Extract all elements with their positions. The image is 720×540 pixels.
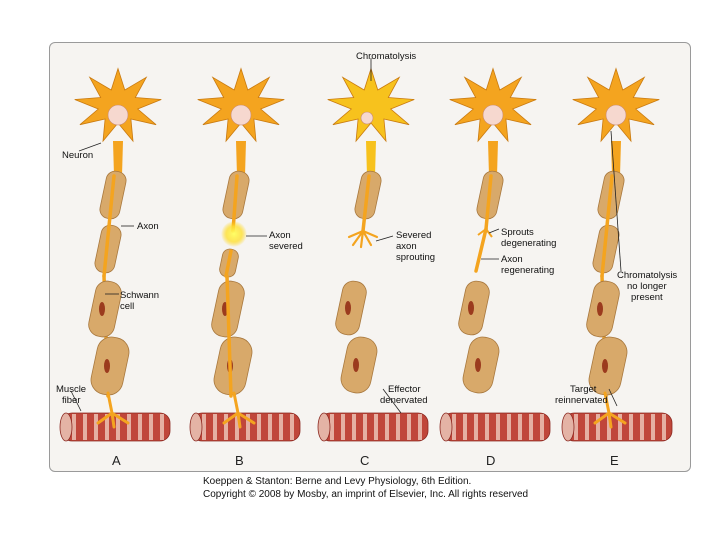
label-muscle-fiber-1: Muscle: [56, 384, 86, 395]
label-axon-severed-1: Axon: [269, 230, 291, 241]
muscle-stripe-b-7: [279, 414, 283, 440]
muscle-stripe-a-6: [138, 414, 142, 440]
muscle-stripe-a-1: [83, 414, 87, 440]
panel-letter-c: C: [360, 453, 369, 468]
label-neuron: Neuron: [62, 150, 93, 161]
caption-line-2: Copyright © 2008 by Mosby, an imprint of…: [203, 488, 528, 501]
axon-hillock-d: [488, 141, 498, 176]
label-axon-regenerating-1: Axon: [501, 254, 523, 265]
schwann-nucleus-d-4: [475, 358, 481, 372]
muscle-stripe-b-2: [224, 414, 228, 440]
schwann-nucleus-a-3: [99, 302, 105, 316]
label-severed-axon-sprouting-1: Severed: [396, 230, 431, 241]
label-schwann-cell-2: cell: [120, 301, 134, 312]
label-chromatolysis-gone-1: Chromatolysis: [617, 270, 677, 281]
axon-sprouts-c: [349, 231, 377, 247]
muscle-stripe-d-3: [485, 414, 489, 440]
nerve-regeneration-diagram: [50, 43, 690, 471]
muscle-stripe-d-8: [540, 414, 544, 440]
label-sprouts-degenerating-1: Sprouts: [501, 227, 534, 238]
muscle-stripe-c-0: [330, 414, 334, 440]
label-chromatolysis-gone-3: present: [631, 292, 663, 303]
muscle-stripe-c-4: [374, 414, 378, 440]
label-chromatolysis: Chromatolysis: [356, 51, 416, 62]
muscle-stripe-b-1: [213, 414, 217, 440]
muscle-stripe-d-5: [507, 414, 511, 440]
muscle-stripe-c-7: [407, 414, 411, 440]
panel-letter-e: E: [610, 453, 619, 468]
muscle-stripe-c-2: [352, 414, 356, 440]
muscle-stripe-b-0: [202, 414, 206, 440]
muscle-stripe-e-7: [651, 414, 655, 440]
muscle-end-e: [562, 413, 574, 441]
schwann-nucleus-c-3: [345, 301, 351, 315]
leader-line-6: [376, 236, 393, 241]
muscle-stripe-c-5: [385, 414, 389, 440]
muscle-stripe-e-1: [585, 414, 589, 440]
copyright-caption: Koeppen & Stanton: Berne and Levy Physio…: [203, 475, 528, 501]
neuron-nucleus-b: [231, 105, 251, 125]
muscle-stripe-d-6: [518, 414, 522, 440]
muscle-stripe-c-3: [363, 414, 367, 440]
muscle-stripe-c-6: [396, 414, 400, 440]
muscle-stripe-b-8: [290, 414, 294, 440]
muscle-stripe-e-8: [662, 414, 666, 440]
leader-line-8: [489, 229, 499, 233]
figure-frame: Neuron Axon Schwann cell Muscle fiber Ax…: [49, 42, 691, 472]
muscle-stripe-d-2: [474, 414, 478, 440]
muscle-stripe-e-6: [640, 414, 644, 440]
label-effector-denervated-2: denervated: [380, 395, 428, 406]
muscle-stripe-d-4: [496, 414, 500, 440]
injury-site-b: [221, 221, 247, 247]
caption-line-1: Koeppen & Stanton: Berne and Levy Physio…: [203, 475, 528, 488]
label-severed-axon-sprouting-2: axon: [396, 241, 417, 252]
muscle-stripe-b-5: [257, 414, 261, 440]
panel-letter-b: B: [235, 453, 244, 468]
panel-letter-d: D: [486, 453, 495, 468]
muscle-stripe-e-5: [629, 414, 633, 440]
panel-letter-a: A: [112, 453, 121, 468]
muscle-stripe-a-2: [94, 414, 98, 440]
muscle-fiber-d: [440, 413, 550, 441]
label-sprouts-degenerating-2: degenerating: [501, 238, 556, 249]
label-chromatolysis-gone-2: no longer: [627, 281, 667, 292]
muscle-end-b: [190, 413, 202, 441]
muscle-stripe-c-8: [418, 414, 422, 440]
schwann-nucleus-a-4: [104, 359, 110, 373]
neuron-nucleus-e: [606, 105, 626, 125]
label-axon: Axon: [137, 221, 159, 232]
muscle-stripe-d-0: [452, 414, 456, 440]
muscle-stripe-e-0: [574, 414, 578, 440]
muscle-stripe-a-8: [160, 414, 164, 440]
muscle-stripe-a-0: [72, 414, 76, 440]
label-muscle-fiber-2: fiber: [62, 395, 80, 406]
axon-hillock-c: [366, 141, 376, 176]
schwann-nucleus-e-4: [602, 359, 608, 373]
neuron-nucleus-c: [361, 112, 373, 124]
muscle-stripe-d-7: [529, 414, 533, 440]
schwann-nucleus-d-3: [468, 301, 474, 315]
label-severed-axon-sprouting-3: sprouting: [396, 252, 435, 263]
schwann-nucleus-e-3: [597, 302, 603, 316]
muscle-end-c: [318, 413, 330, 441]
muscle-stripe-a-7: [149, 414, 153, 440]
label-axon-regenerating-2: regenerating: [501, 265, 554, 276]
label-effector-denervated-1: Effector: [388, 384, 421, 395]
muscle-fiber-c: [318, 413, 428, 441]
muscle-stripe-d-1: [463, 414, 467, 440]
label-schwann-cell-1: Schwann: [120, 290, 159, 301]
label-axon-severed-2: severed: [269, 241, 303, 252]
neuron-nucleus-a: [108, 105, 128, 125]
neuron-nucleus-d: [483, 105, 503, 125]
muscle-end-a: [60, 413, 72, 441]
label-target-reinnervated-2: reinnervated: [555, 395, 608, 406]
label-target-reinnervated-1: Target: [570, 384, 596, 395]
muscle-stripe-c-1: [341, 414, 345, 440]
axon-segment-d-regen: [476, 229, 486, 271]
muscle-stripe-a-5: [127, 414, 131, 440]
muscle-stripe-b-6: [268, 414, 272, 440]
muscle-end-d: [440, 413, 452, 441]
schwann-nucleus-c-4: [353, 358, 359, 372]
muscle-stripe-e-2: [596, 414, 600, 440]
